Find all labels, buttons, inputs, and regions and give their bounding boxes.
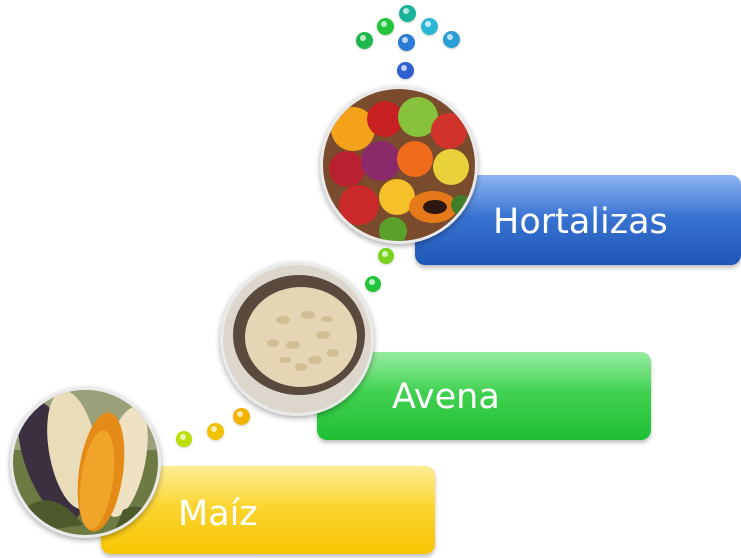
step-label-avena: Avena	[392, 377, 500, 417]
connector-dot	[365, 276, 381, 292]
connector-dot	[378, 248, 394, 264]
corn-photo	[10, 387, 161, 538]
vegetables-photo	[320, 86, 478, 244]
connector-dot	[207, 423, 224, 440]
connector-dot	[397, 62, 414, 79]
connector-dot	[356, 32, 373, 49]
connector-dot	[443, 31, 460, 48]
connector-dot	[399, 5, 416, 22]
oats-photo	[220, 262, 374, 416]
step-label-maiz: Maíz	[178, 494, 258, 534]
connector-dot	[398, 34, 415, 51]
connector-dot	[233, 408, 250, 425]
step-bar-avena: Avena	[317, 352, 651, 440]
connector-dot	[377, 18, 394, 35]
connector-dot	[421, 18, 438, 35]
connector-dot	[176, 431, 192, 447]
step-label-hortalizas: Hortalizas	[493, 202, 668, 242]
